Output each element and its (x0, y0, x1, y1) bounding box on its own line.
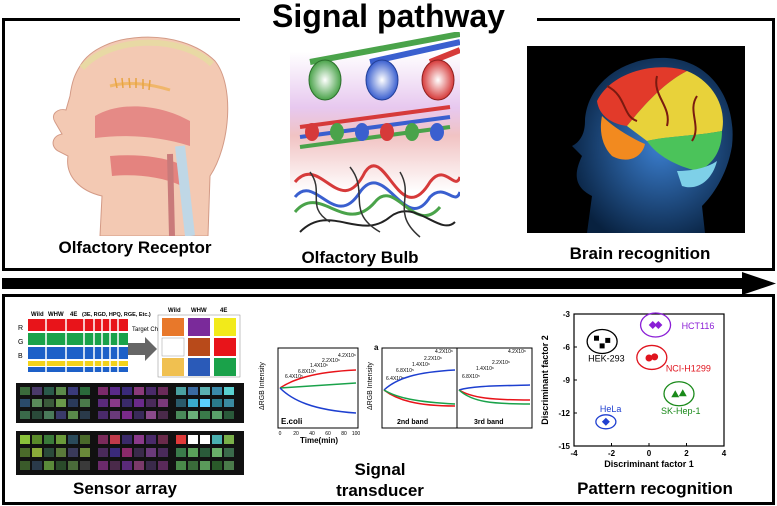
result-col-wild: Wild (168, 308, 181, 314)
svg-text:0: 0 (279, 431, 282, 437)
svg-text:100: 100 (352, 431, 361, 437)
series-label: HEK-293 (588, 354, 625, 364)
plot2-letter: a (374, 343, 379, 352)
plot1-ann-4: 2.2X10⁶ (322, 358, 340, 364)
plot2-ann-2: 6.8X10⁵ (396, 368, 414, 374)
sensor-row-r: R (18, 325, 23, 332)
plot2-ann-1: 6.4X10⁵ (386, 376, 404, 382)
sensor-photo-grid-2 (16, 431, 244, 475)
y-tick-label: -6 (563, 343, 571, 352)
sensor-row-g: G (18, 339, 23, 346)
plot1-ann-5: 4.2X10⁶ (338, 353, 356, 359)
sensor-photo-grid-1 (16, 383, 244, 423)
y-tick-label: -9 (563, 376, 571, 385)
plot2-ann-4: 2.2X10⁶ (424, 356, 442, 362)
y-tick-label: -12 (558, 409, 570, 418)
plot1-ann-2: 6.8X10⁵ (298, 369, 316, 375)
data-point (599, 343, 605, 349)
sensor-col-4e: 4E (70, 312, 77, 318)
olfactory-head-illustration (52, 36, 229, 236)
cluster-ellipse (595, 414, 617, 430)
sensor-array-label: Sensor array (73, 479, 177, 498)
pattern-recognition-label: Pattern recognition (577, 479, 733, 498)
cluster-ellipse (636, 344, 668, 371)
transducer-plot-3: 3rd band 6.8X10⁵ 1.4X10⁶ 2.2X10⁶ 4.2X10⁶ (456, 347, 533, 429)
series-label: HeLa (600, 404, 622, 414)
brain-illustration (527, 46, 745, 233)
signal-transducer-label-2: transducer (336, 481, 424, 500)
plot3-ann-4: 4.2X10⁶ (508, 349, 526, 355)
x-tick-label: 4 (722, 449, 727, 458)
plot2-ann-3: 1.4X10⁶ (412, 362, 430, 368)
olfactory-receptor-label: Olfactory Receptor (58, 238, 212, 257)
result-color-grid (157, 314, 241, 378)
sensor-row-b: B (18, 353, 23, 360)
y-tick-label: -15 (558, 442, 570, 451)
data-point (594, 335, 599, 341)
plot1-ann-1: 6.4X10⁵ (285, 374, 303, 380)
plot3-ann-2: 1.4X10⁶ (476, 366, 494, 372)
transducer-plot-2: ΔRGB Intensity a 2nd band 6.4X10⁵ 6.8X10… (367, 343, 458, 429)
plot1-label: E.coli (281, 417, 302, 426)
pathway-arrow (2, 272, 776, 295)
plot3-label: 3rd band (474, 419, 504, 426)
plot2-label: 2nd band (397, 419, 428, 426)
plot1-ann-3: 1.4X10⁶ (310, 363, 328, 369)
sensor-col-wild: Wild (31, 312, 44, 318)
result-col-whw: WHW (191, 308, 207, 314)
sensor-col-etc: (3E, RGD, HPQ, RGE, Etc.) (82, 312, 151, 318)
data-point (651, 353, 659, 361)
svg-text:40: 40 (309, 431, 315, 437)
olfactory-bulb-illustration (290, 32, 460, 238)
brain-recognition-label: Brain recognition (569, 244, 711, 263)
plot3-ann-1: 6.8X10⁵ (462, 374, 480, 380)
signal-transducer-label-1: Signal (354, 460, 406, 479)
data-point (678, 389, 687, 397)
data-point (601, 417, 610, 426)
cluster-ellipse (639, 312, 672, 338)
data-point (648, 321, 657, 329)
cluster-ellipse (586, 328, 618, 355)
result-col-4e: 4E (220, 308, 227, 314)
plot-area (573, 313, 725, 447)
x-tick-label: 2 (684, 449, 689, 458)
plot2-ylabel: ΔRGB Intensity (367, 362, 374, 410)
series-label: SK-Hep-1 (661, 406, 701, 416)
sensor-array-figure: Wild WHW 4E (3E, RGD, HPQ, RGE, Etc.) R … (16, 308, 244, 475)
svg-text:80: 80 (341, 431, 347, 437)
y-axis-label: Discriminant factor 2 (540, 335, 550, 425)
olfactory-bulb-label: Olfactory Bulb (301, 248, 419, 267)
signal-transducer-plots: ΔRGB Intensity Time(min) E.coli 6.4X10⁵ … (259, 343, 533, 445)
data-point (654, 321, 663, 329)
page-title: Signal pathway (240, 0, 537, 35)
sensor-array-grid (28, 319, 128, 372)
plot2-ann-5: 4.2X10⁶ (435, 349, 453, 355)
plot1-ylabel: ΔRGB Intensity (259, 362, 266, 410)
target-chemicals-label: Target Chemicals (132, 327, 178, 333)
svg-text:60: 60 (325, 431, 331, 437)
series-label: NCI-H1299 (666, 363, 711, 373)
transducer-plot-1: ΔRGB Intensity Time(min) E.coli 6.4X10⁵ … (259, 347, 361, 445)
data-point (605, 337, 611, 343)
target-chemicals-arrow (128, 337, 157, 361)
plot1-xlabel: Time(min) (300, 436, 338, 445)
sensor-col-whw: WHW (48, 312, 64, 318)
series-label: HCT116 (682, 321, 715, 331)
plot3-ann-3: 2.2X10⁶ (492, 360, 510, 366)
x-tick-label: -4 (570, 449, 578, 458)
cluster-ellipse (663, 381, 695, 407)
x-tick-label: -2 (608, 449, 616, 458)
x-tick-label: 0 (647, 449, 652, 458)
x-axis-label: Discriminant factor 1 (604, 459, 694, 469)
data-point (671, 390, 680, 398)
data-point (645, 354, 653, 362)
y-tick-label: -3 (563, 310, 571, 319)
svg-text:20: 20 (293, 431, 299, 437)
